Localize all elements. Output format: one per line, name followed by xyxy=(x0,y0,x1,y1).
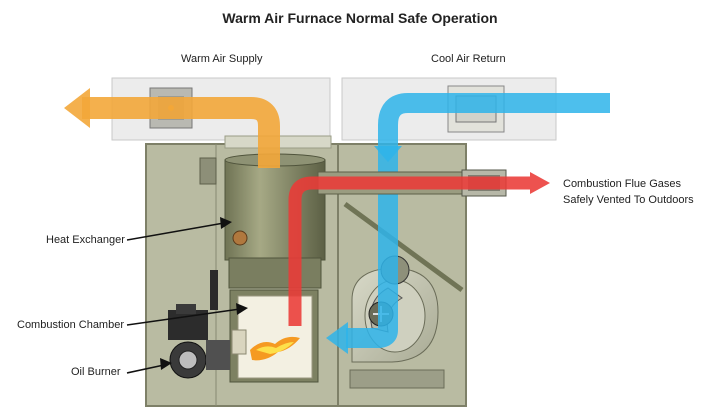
heat-exchanger-label: Heat Exchanger xyxy=(46,234,125,246)
oil-burner-pointer xyxy=(126,364,165,374)
oil-burner-label: Oil Burner xyxy=(71,366,121,378)
flue-gas-arrow xyxy=(288,176,530,326)
flue-gases-label-line1: Combustion Flue Gases xyxy=(563,178,681,190)
heat-exchanger-pointer xyxy=(126,222,225,241)
oil-burner xyxy=(168,270,230,379)
cool-air-arrow xyxy=(346,93,610,348)
warm-air-arrow xyxy=(82,97,280,168)
diagram-title: Warm Air Furnace Normal Safe Operation xyxy=(222,10,498,26)
cool-air-return-label: Cool Air Return xyxy=(431,53,506,65)
flue-gases-label-line2: Safely Vented To Outdoors xyxy=(563,194,694,206)
warm-air-supply-label: Warm Air Supply xyxy=(181,53,263,65)
combustion-chamber-pointer xyxy=(126,308,241,326)
combustion-chamber-label: Combustion Chamber xyxy=(17,319,124,331)
